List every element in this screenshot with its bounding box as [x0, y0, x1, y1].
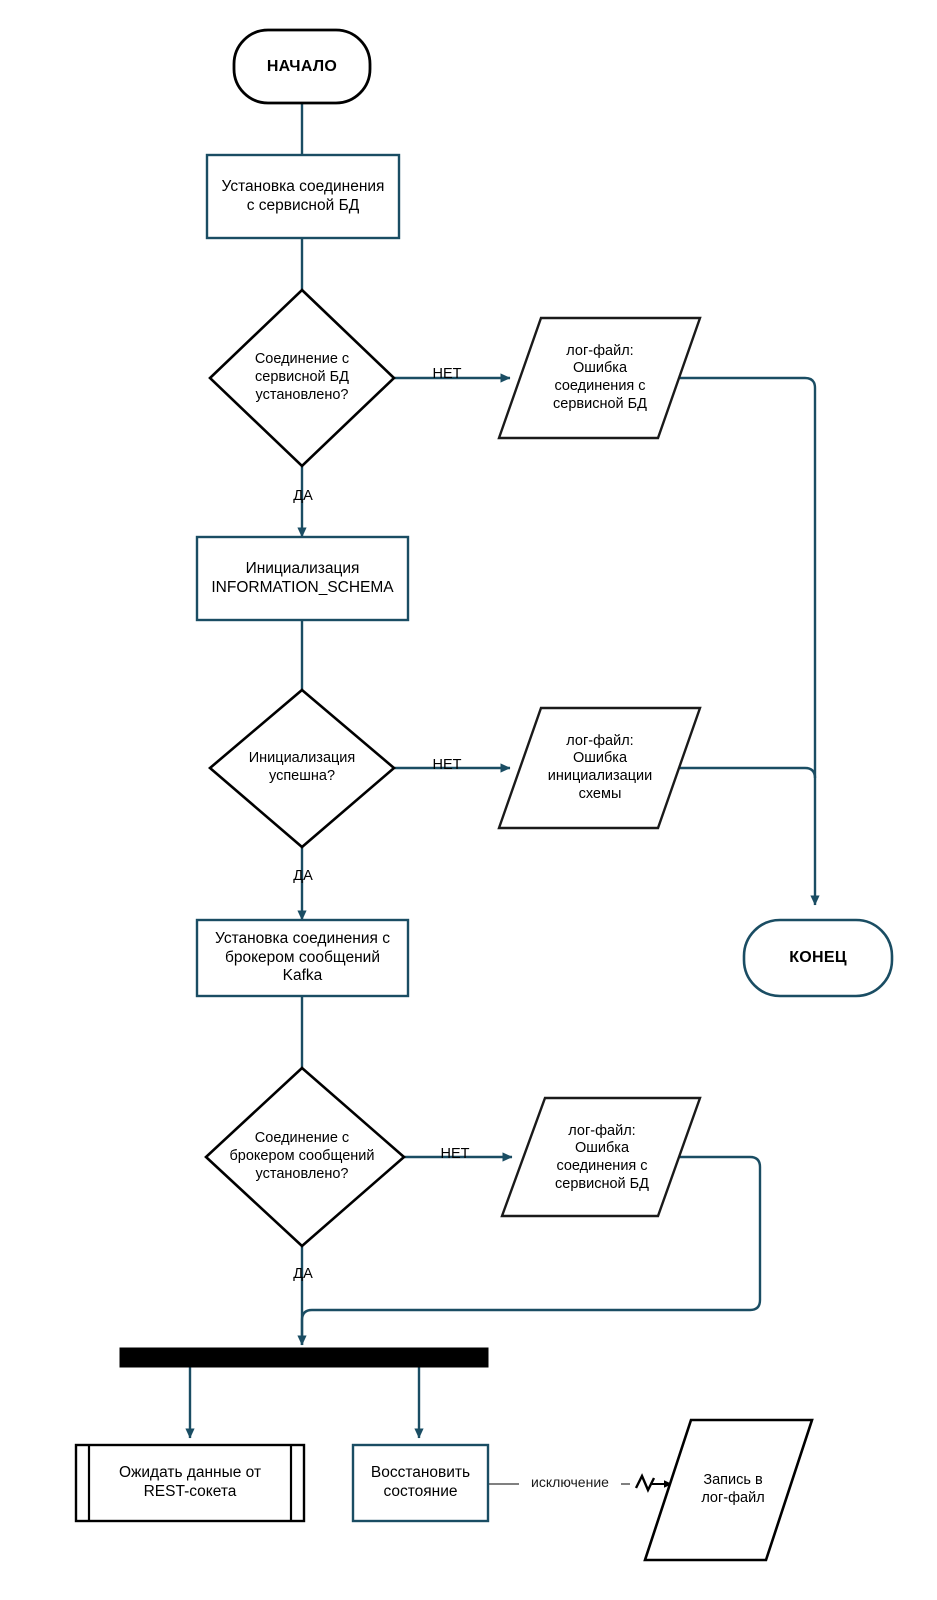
edge-log-init-error-to-rail	[678, 766, 817, 779]
node-init-schema-shape[interactable]	[195, 535, 410, 622]
node-decision-db-shape[interactable]	[208, 288, 396, 468]
node-restore-state-shape[interactable]	[351, 1443, 490, 1523]
edge-log-db-error-to-rail	[678, 376, 820, 906]
exception-lightning-icon	[634, 1473, 656, 1493]
connectors-group	[185, 103, 820, 1493]
node-connect-db-shape[interactable]	[205, 153, 401, 240]
node-wait-rest-shape[interactable]	[74, 1443, 306, 1523]
node-log-kafka-error-shape[interactable]	[500, 1096, 702, 1218]
node-decision-init-shape[interactable]	[207, 688, 397, 849]
node-connect-kafka-shape[interactable]	[195, 918, 410, 998]
node-end-shape[interactable]	[742, 918, 894, 998]
edge-log-kafka-error-to-fork	[300, 1155, 762, 1345]
node-start-shape[interactable]	[232, 28, 372, 105]
node-write-log-shape[interactable]	[643, 1418, 814, 1562]
node-log-db-error-shape[interactable]	[497, 316, 702, 440]
node-decision-kafka-shape[interactable]	[204, 1066, 406, 1248]
node-fork-bar-shape[interactable]	[119, 1347, 489, 1368]
node-log-init-error-shape[interactable]	[497, 706, 702, 830]
